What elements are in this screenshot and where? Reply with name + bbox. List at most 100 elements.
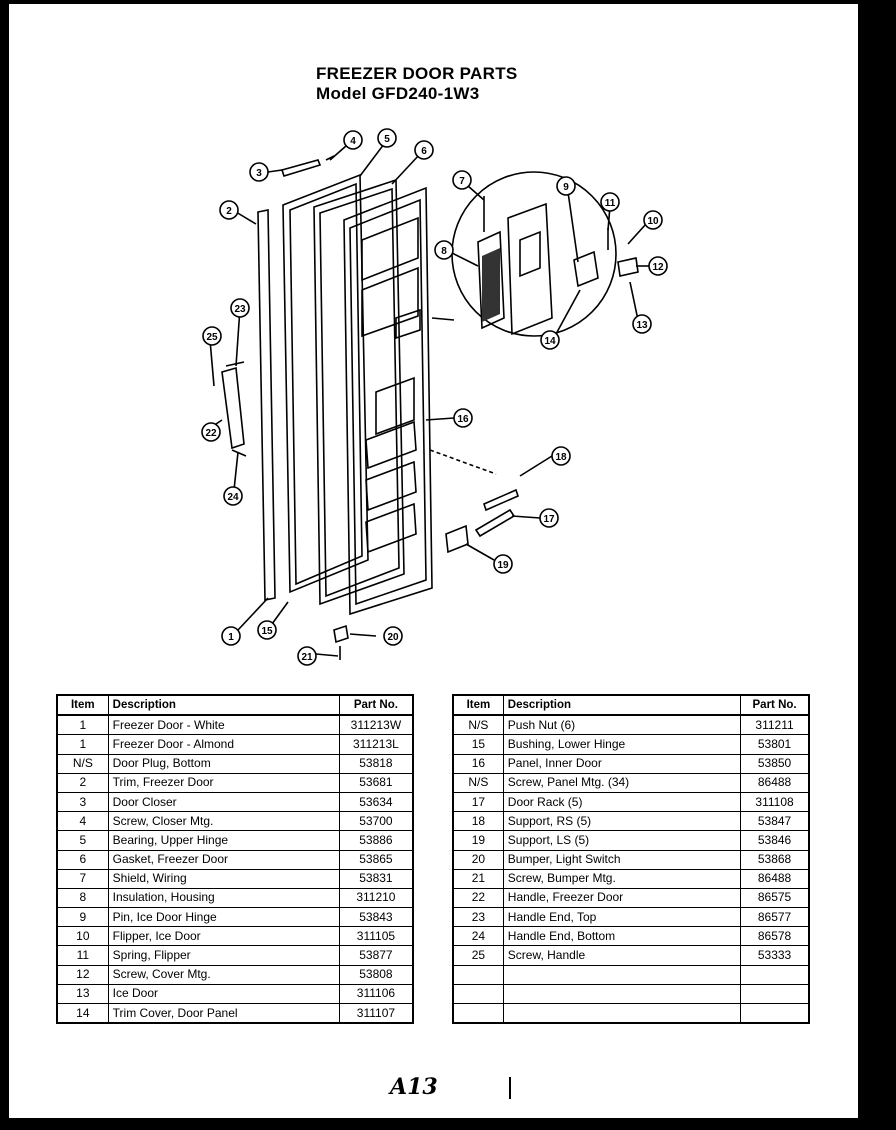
cell-part-no (740, 1003, 810, 1024)
svg-text:14: 14 (544, 336, 556, 347)
cell-part-no: 86488 (740, 772, 810, 793)
cell-description: Handle End, Bottom (502, 926, 742, 947)
cell-item: 7 (56, 868, 109, 889)
callout-8: 8 (434, 240, 454, 260)
callout-22: 22 (201, 422, 221, 442)
cell-part-no: 53868 (740, 849, 810, 870)
callout-16: 16 (453, 408, 473, 428)
scan-border-left (0, 0, 9, 1130)
freezer-door-outer (282, 173, 369, 594)
cell-part-no: 53877 (338, 945, 414, 966)
cell-item (452, 983, 504, 1005)
svg-text:13: 13 (636, 320, 648, 331)
detail-circle (451, 171, 617, 337)
cell-item: 10 (56, 926, 109, 947)
cell-description: Screw, Cover Mtg. (107, 964, 340, 985)
svg-text:12: 12 (652, 262, 664, 273)
callout-12: 12 (648, 256, 668, 276)
callout-2: 2 (219, 200, 239, 220)
cell-part-no: 311210 (338, 887, 414, 909)
table-row (452, 983, 810, 1005)
title-block: FREEZER DOOR PARTS Model GFD240-1W3 (316, 64, 518, 104)
door-rack (474, 508, 516, 538)
header-part-no: Part No. (740, 694, 810, 717)
svg-text:8: 8 (441, 246, 447, 257)
cell-item: 4 (56, 811, 109, 832)
cell-description: Support, RS (5) (502, 811, 742, 832)
cell-description: Screw, Panel Mtg. (34) (502, 772, 742, 793)
callout-17: 17 (539, 508, 559, 528)
cell-part-no: 53818 (338, 753, 414, 774)
cell-part-no: 53333 (740, 945, 810, 966)
svg-text:4: 4 (350, 136, 356, 147)
callout-7: 7 (452, 170, 472, 190)
callout-5: 5 (377, 128, 397, 148)
callout-23: 23 (230, 298, 250, 318)
door-gasket (313, 178, 405, 606)
cell-item: 25 (452, 945, 504, 966)
callout-18: 18 (551, 446, 571, 466)
cell-description: Support, LS (5) (502, 830, 742, 851)
cell-description: Door Plug, Bottom (107, 753, 340, 774)
cell-description: Handle, Freezer Door (502, 887, 742, 909)
cell-description: Door Closer (107, 791, 340, 813)
callout-group: 1 2 3 4 5 6 7 8 9 10 11 12 13 14 15 16 1… (201, 128, 668, 666)
table-row (452, 1003, 810, 1024)
svg-text:22: 22 (205, 428, 217, 439)
cell-item: N/S (56, 753, 109, 774)
cell-item: 19 (452, 830, 504, 851)
cell-description: Insulation, Housing (107, 887, 340, 909)
svg-text:10: 10 (647, 216, 659, 227)
cell-part-no: 86577 (740, 907, 810, 928)
callout-19: 19 (493, 554, 513, 574)
handwritten-tick (509, 1077, 511, 1099)
svg-text:24: 24 (227, 492, 239, 503)
cell-description: Shield, Wiring (107, 868, 340, 889)
cell-part-no: 311106 (338, 983, 414, 1005)
cell-description (502, 964, 742, 985)
cell-description: Bearing, Upper Hinge (107, 830, 340, 851)
handwritten-page-mark: A13 (390, 1074, 438, 1100)
cell-part-no: 311105 (338, 926, 414, 947)
svg-text:9: 9 (563, 182, 569, 193)
cell-description: Trim, Freezer Door (107, 772, 340, 793)
cell-description: Bumper, Light Switch (502, 849, 742, 870)
cell-part-no (740, 983, 810, 1005)
scan-border-bottom (0, 1118, 896, 1130)
svg-text:15: 15 (261, 626, 273, 637)
cell-item: 11 (56, 945, 109, 966)
cell-part-no: 86488 (740, 868, 810, 889)
cell-description (502, 1003, 742, 1024)
table-row (452, 964, 810, 985)
cell-item: 24 (452, 926, 504, 947)
cell-part-no: 86575 (740, 887, 810, 909)
cell-item: 8 (56, 887, 109, 909)
svg-text:19: 19 (497, 560, 509, 571)
header-part-no: Part No. (338, 694, 414, 717)
callout-1: 1 (221, 626, 241, 646)
inner-door-panel (343, 186, 433, 616)
cell-item: 18 (452, 811, 504, 832)
callout-10: 10 (643, 210, 663, 230)
cell-part-no: 53850 (740, 753, 810, 774)
header-description: Description (107, 694, 340, 717)
cell-item: 12 (56, 964, 109, 985)
door-closer (280, 159, 322, 177)
